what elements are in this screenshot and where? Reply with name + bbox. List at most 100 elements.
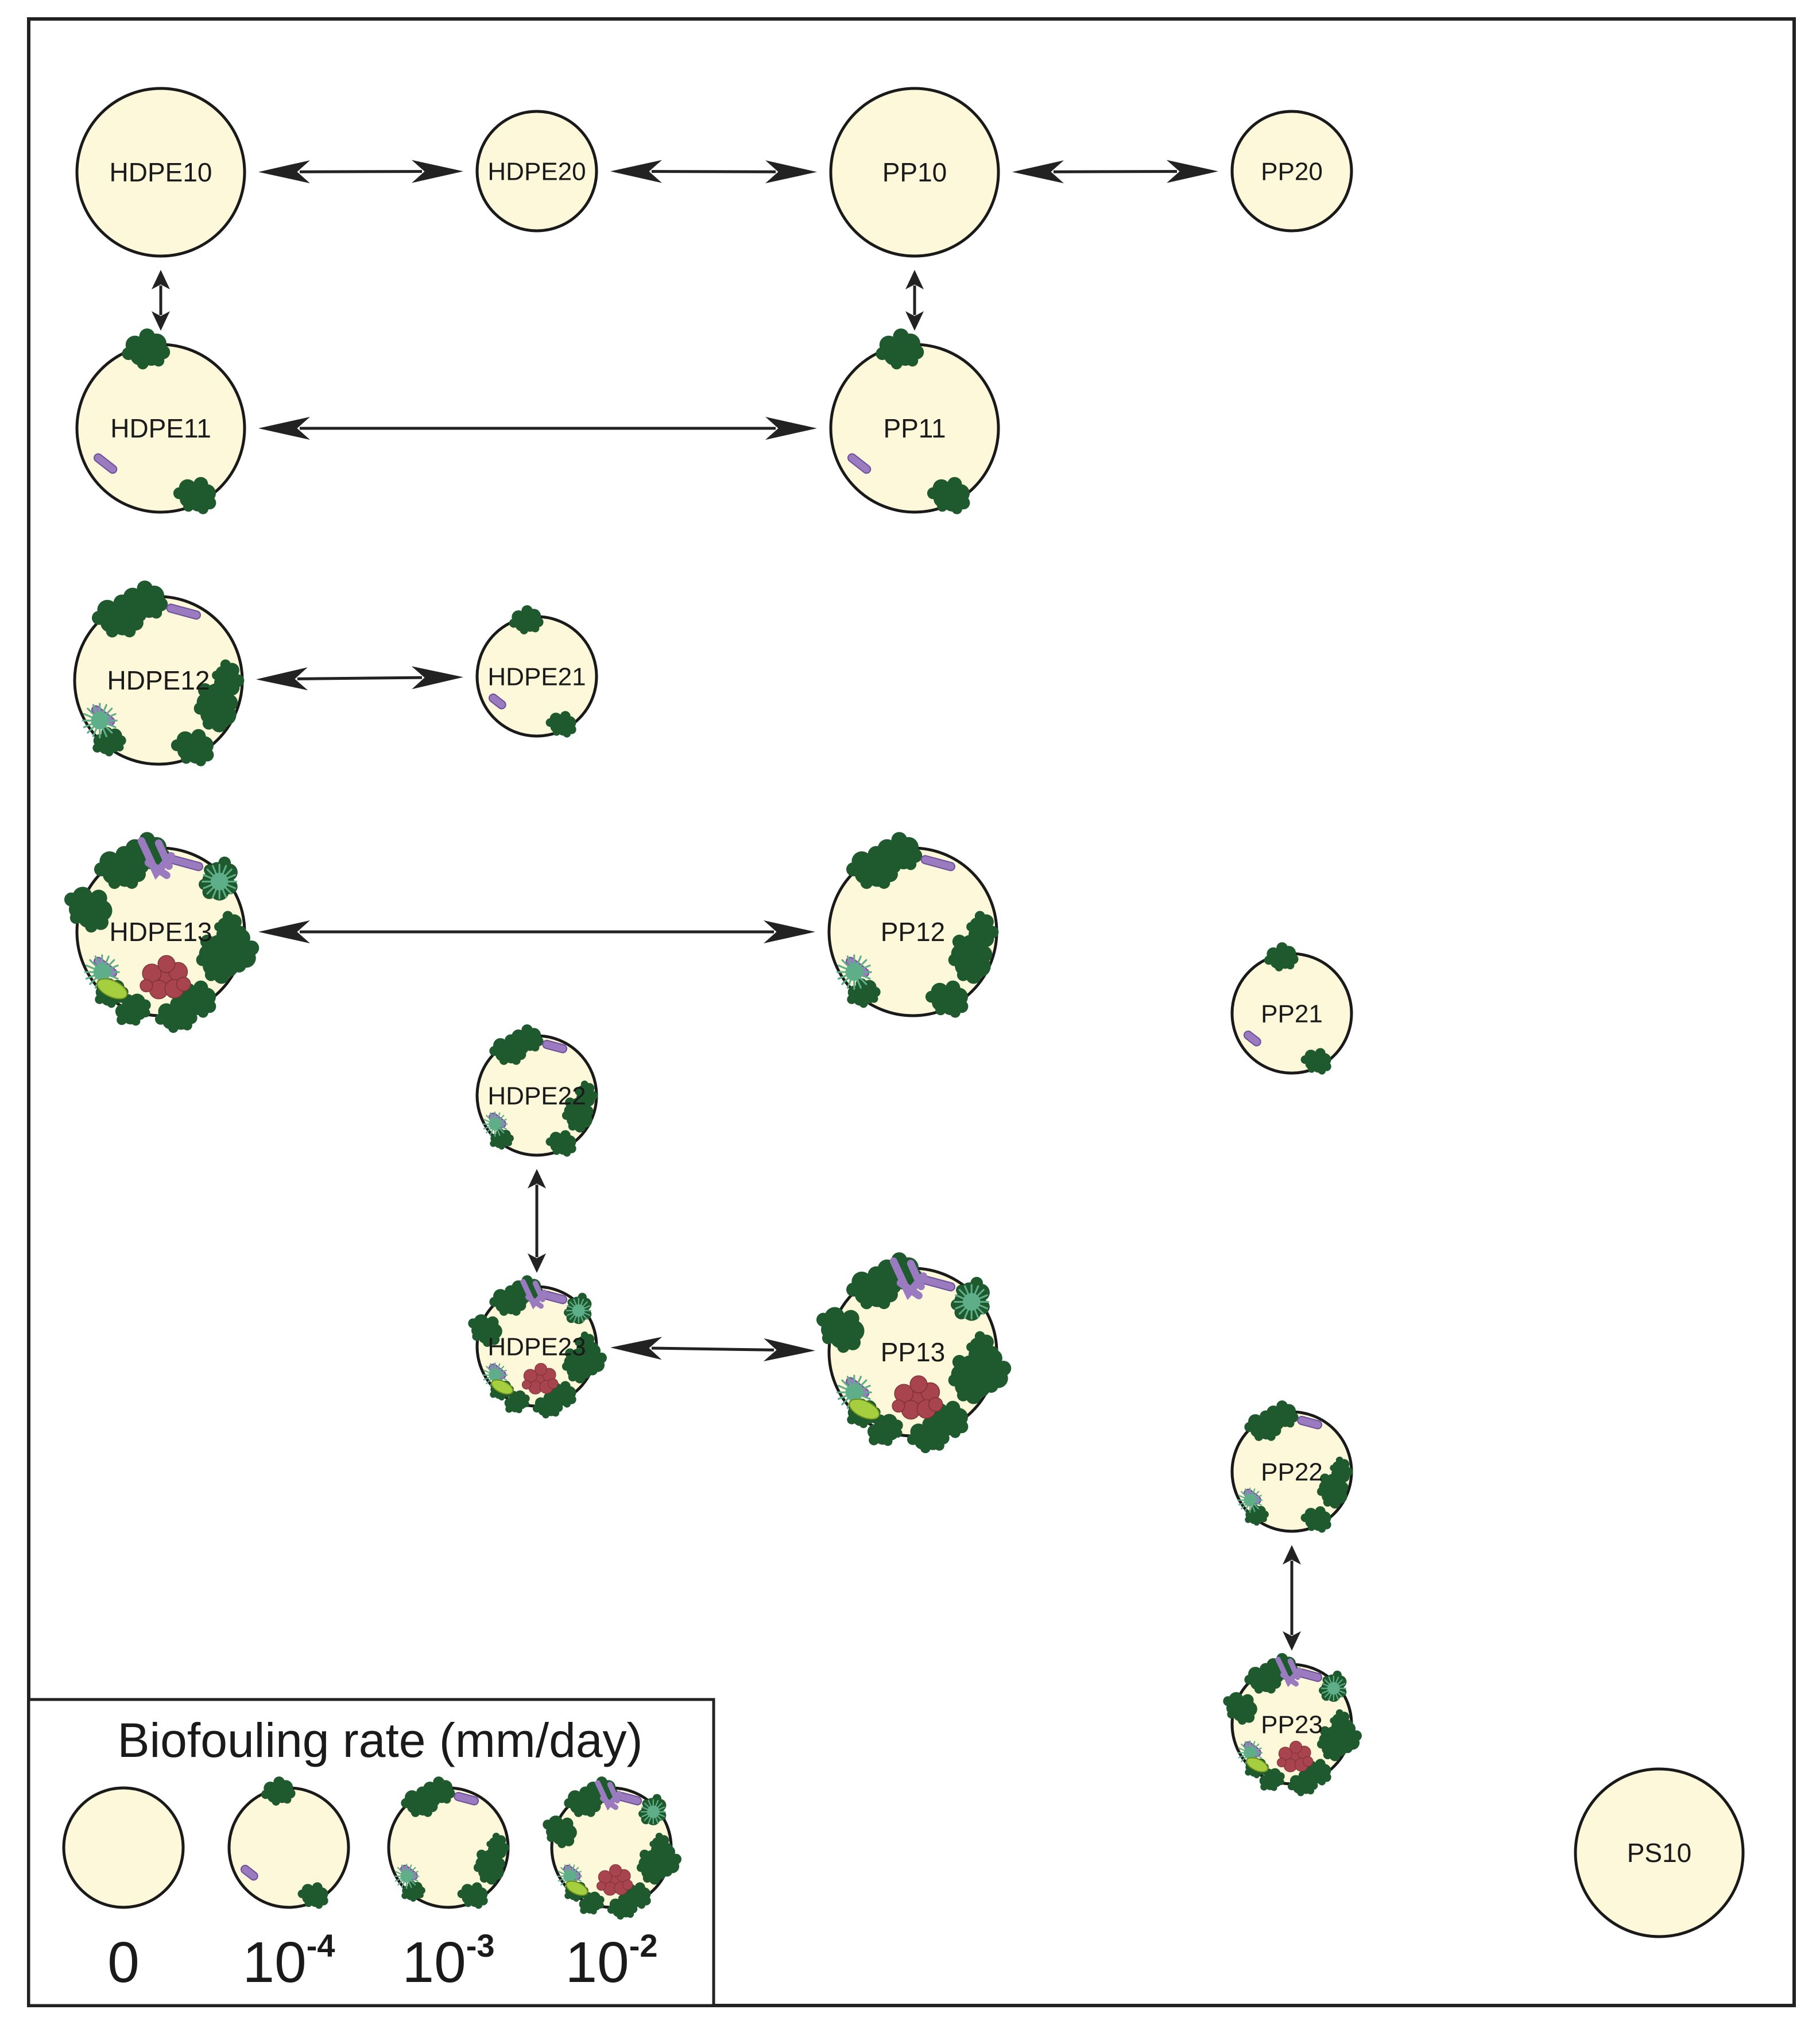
virus-particle-icon (1237, 1487, 1263, 1513)
rod-bacterium-icon (542, 1040, 568, 1054)
rod-bacterium-icon (454, 1792, 479, 1806)
rod-bacterium-icon (488, 693, 506, 710)
legend-rate-exponent: -2 (629, 1927, 658, 1964)
legend-entry: 10-3 (387, 1776, 511, 1995)
legend-entry: 10-4 (227, 1776, 350, 1995)
arrowhead-end (1166, 160, 1219, 183)
node-hdpe23-label: HDPE23 (487, 1333, 586, 1361)
arrow-hdpe20-pp10 (610, 160, 818, 184)
filament-bacteria-icon (595, 1780, 622, 1811)
virus-particle-icon (566, 1298, 591, 1323)
arrow-hdpe11-pp11 (258, 417, 817, 440)
arrow-pp10-pp20 (1012, 160, 1219, 184)
rod-bacterium-icon (166, 603, 202, 620)
arrow-hdpe23-pp13 (610, 1337, 816, 1362)
arrowhead-end (411, 666, 464, 690)
arrow-hdpe22-hdpe23 (528, 1169, 546, 1273)
node-hdpe11-label: HDPE11 (110, 413, 211, 443)
node-pp13-label: PP13 (881, 1337, 946, 1367)
node-hdpe11: HDPE11 (75, 328, 246, 520)
legend-entry: 0 (62, 1786, 185, 1995)
legend-rate-label: 0 (107, 1930, 140, 1995)
node-pp20-label: PP20 (1261, 157, 1323, 185)
node-hdpe21: HDPE21 (475, 605, 598, 742)
legend-title: Biofouling rate (mm/day) (117, 1713, 642, 1767)
arrowhead-start (258, 417, 310, 440)
legend-rate-base: 0 (107, 1930, 140, 1995)
node-pp11-label: PP11 (883, 413, 946, 443)
arrowhead-end (763, 1338, 816, 1362)
node-pp11: PP11 (829, 328, 1000, 520)
green-cell-icon (96, 978, 128, 1000)
rod-bacterium-icon (240, 1864, 258, 1881)
legend: Biofouling rate (mm/day) 0 10-4 10-3 10-2 (27, 1698, 715, 2007)
rod-bacterium-icon (94, 453, 118, 474)
node-hdpe20: HDPE20 (475, 110, 598, 233)
arrowhead-end (1283, 1631, 1301, 1651)
virus-particle-icon (394, 1863, 420, 1889)
virus-particle-icon (640, 1799, 666, 1825)
virus-particle-icon (82, 703, 118, 739)
node-hdpe22: HDPE22 (475, 1024, 599, 1161)
arrowhead-start (905, 270, 924, 289)
legend-rate-label: 10-3 (402, 1927, 494, 1995)
virus-particle-icon (954, 1284, 990, 1320)
node-hdpe12-label: HDPE12 (107, 665, 210, 695)
node-pp10-label: PP10 (882, 157, 947, 187)
arrowhead-end (765, 417, 817, 440)
node-pp10-circle (829, 87, 1000, 258)
filament-bacteria-icon (1275, 1656, 1302, 1687)
virus-particle-icon (202, 864, 238, 900)
node-hdpe23: HDPE23 (461, 1275, 610, 1419)
node-ps10: PS10 (1574, 1767, 1745, 1938)
arrowhead-start (258, 920, 310, 943)
arrowhead-start (610, 160, 663, 183)
legend-swatch (227, 1776, 350, 1913)
filament-bacteria-icon (889, 1257, 927, 1300)
arrowhead-end (528, 1253, 546, 1273)
node-pp22-label: PP22 (1261, 1458, 1323, 1486)
arrow-pp22-pp23 (1283, 1545, 1301, 1651)
node-pp20-circle (1230, 110, 1353, 233)
green-cell-icon (1246, 1757, 1269, 1773)
arrow-pp10-pp11 (905, 270, 924, 331)
node-hdpe10-label: HDPE10 (110, 157, 212, 187)
node-ps10-label: PS10 (1627, 1838, 1692, 1868)
node-hdpe12: HDPE12 (73, 580, 246, 772)
legend-entry: 10-2 (536, 1776, 684, 1995)
green-cell-icon (491, 1379, 514, 1395)
green-cell-icon (849, 1398, 880, 1420)
arrowhead-start (152, 270, 170, 289)
rod-bacterium-icon (1243, 1030, 1261, 1047)
arrow-hdpe10-hdpe11 (152, 270, 170, 331)
virus-particle-icon (1321, 1675, 1346, 1701)
node-hdpe10: HDPE10 (75, 87, 246, 258)
node-hdpe13-label: HDPE13 (110, 917, 212, 947)
legend-swatch (387, 1776, 511, 1913)
legend-rate-exponent: -3 (466, 1927, 495, 1964)
node-hdpe13: HDPE13 (55, 832, 263, 1033)
node-hdpe20-label: HDPE20 (487, 157, 586, 185)
legend-rate-label: 10-4 (242, 1927, 335, 1995)
node-hdpe10-circle (75, 87, 246, 258)
rod-bacterium-icon (920, 855, 956, 872)
node-pp23-label: PP23 (1261, 1710, 1323, 1739)
arrowhead-end (152, 311, 170, 331)
arrowhead-start (1283, 1545, 1301, 1565)
arrowhead-end (905, 311, 924, 331)
node-pp13: PP13 (807, 1252, 1015, 1454)
arrowhead-start (258, 160, 311, 184)
legend-swatch-circle (227, 1786, 350, 1909)
legend-swatch-circle (62, 1786, 185, 1909)
interaction-arrows (152, 160, 1301, 1651)
arrowhead-start (1012, 160, 1064, 184)
node-pp12: PP12 (827, 832, 1001, 1024)
rod-bacterium-icon (1297, 1416, 1323, 1430)
arrowhead-end (764, 920, 815, 943)
node-ps10-circle (1574, 1767, 1745, 1938)
node-hdpe21-label: HDPE21 (487, 663, 586, 691)
arrow-hdpe10-hdpe20 (258, 160, 464, 184)
node-pp10: PP10 (829, 87, 1000, 258)
legend-swatch (62, 1786, 185, 1909)
